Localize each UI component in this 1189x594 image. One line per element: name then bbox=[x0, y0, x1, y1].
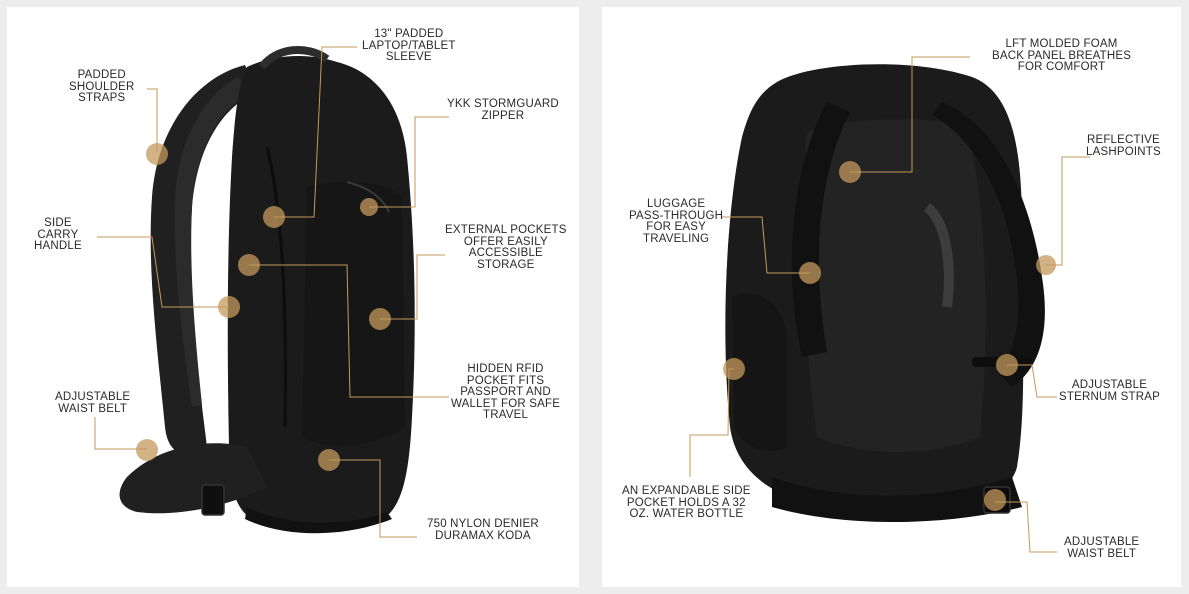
dot-sternum-strap bbox=[996, 354, 1018, 376]
side-pocket-shape bbox=[732, 293, 787, 451]
backpack-rear-view-illustration bbox=[689, 56, 1090, 553]
dot-waist-belt bbox=[984, 489, 1006, 511]
shoulder-strap-inner bbox=[174, 77, 247, 407]
dot-back-panel bbox=[839, 161, 861, 183]
dot-luggage-pass bbox=[799, 262, 821, 284]
shoulder-strap-left bbox=[791, 102, 850, 357]
bag-base bbox=[245, 507, 392, 534]
label-waist-belt: ADJUSTABLE WAIST BELT bbox=[1064, 536, 1140, 560]
dot-lashpoints bbox=[1036, 255, 1056, 275]
leader-nylon bbox=[329, 459, 417, 538]
dot-nylon bbox=[318, 449, 340, 471]
label-zipper: YKK STORMGUARD ZIPPER bbox=[447, 98, 559, 122]
label-sternum-strap: ADJUSTABLE STERNUM STRAP bbox=[1059, 379, 1160, 403]
leader-back-panel bbox=[850, 56, 970, 173]
leader-shoulder-straps bbox=[147, 88, 158, 152]
leader-laptop-sleeve bbox=[274, 46, 357, 218]
leader-sternum-strap bbox=[1007, 364, 1057, 398]
backpack-side-view-illustration bbox=[94, 45, 449, 538]
dot-side-pocket bbox=[723, 358, 745, 380]
label-laptop-sleeve: 13" PADDED LAPTOP/TABLET SLEEVE bbox=[362, 28, 456, 63]
dot-carry-handle bbox=[218, 296, 240, 318]
leader-luggage-pass bbox=[722, 216, 810, 274]
dot-waist-belt bbox=[136, 439, 158, 461]
label-shoulder-straps: PADDED SHOULDER STRAPS bbox=[69, 69, 135, 104]
waist-belt-shape bbox=[772, 477, 1022, 522]
label-carry-handle: SIDE CARRY HANDLE bbox=[34, 217, 82, 252]
shoulder-strap-shape bbox=[150, 65, 257, 454]
back-panel-mesh bbox=[803, 119, 986, 452]
dot-shoulder-straps bbox=[146, 143, 168, 165]
label-back-panel: LFT MOLDED FOAM BACK PANEL BREATHES FOR … bbox=[992, 38, 1132, 73]
leader-rfid-pocket bbox=[249, 264, 449, 398]
waist-belt-buckle bbox=[201, 484, 225, 516]
label-nylon: 750 NYLON DENIER DURAMAX KODA bbox=[427, 518, 539, 542]
leader-waist-belt bbox=[94, 417, 147, 450]
callout-dots-right bbox=[723, 161, 1056, 511]
dot-rfid-pocket bbox=[238, 254, 260, 276]
label-external-pockets: EXTERNAL POCKETS OFFER EASILY ACCESSIBLE… bbox=[445, 224, 567, 271]
dot-external-pockets bbox=[369, 308, 391, 330]
shoulder-strap-right bbox=[932, 102, 1045, 387]
callout-dots-left bbox=[136, 143, 391, 471]
side-view-panel: 13" PADDED LAPTOP/TABLET SLEEVE PADDED S… bbox=[7, 7, 579, 587]
dot-laptop-sleeve bbox=[263, 206, 285, 228]
leader-lashpoints bbox=[1046, 156, 1090, 266]
leader-external-pockets bbox=[380, 254, 445, 320]
waist-belt-shape bbox=[119, 443, 267, 514]
rear-view-panel: LFT MOLDED FOAM BACK PANEL BREATHES FOR … bbox=[602, 7, 1181, 587]
label-waist-belt: ADJUSTABLE WAIST BELT bbox=[55, 391, 131, 415]
label-side-pocket: AN EXPANDABLE SIDE POCKET HOLDS A 32 OZ.… bbox=[622, 485, 751, 520]
label-lashpoints: REFLECTIVE LASHPOINTS bbox=[1086, 134, 1161, 158]
side-pocket-shape bbox=[302, 181, 405, 446]
leader-waist-belt bbox=[995, 501, 1057, 553]
label-rfid-pocket: HIDDEN RFID POCKET FITS PASSPORT AND WAL… bbox=[451, 363, 561, 421]
leader-carry-handle bbox=[97, 236, 229, 308]
label-luggage-pass: LUGGAGE PASS-THROUGH FOR EASY TRAVELING bbox=[629, 198, 724, 245]
callout-lines-left bbox=[94, 46, 449, 538]
strap-highlight bbox=[923, 203, 954, 308]
leader-zipper bbox=[369, 116, 449, 208]
dot-zipper bbox=[360, 198, 378, 216]
zipper-line bbox=[346, 181, 390, 213]
